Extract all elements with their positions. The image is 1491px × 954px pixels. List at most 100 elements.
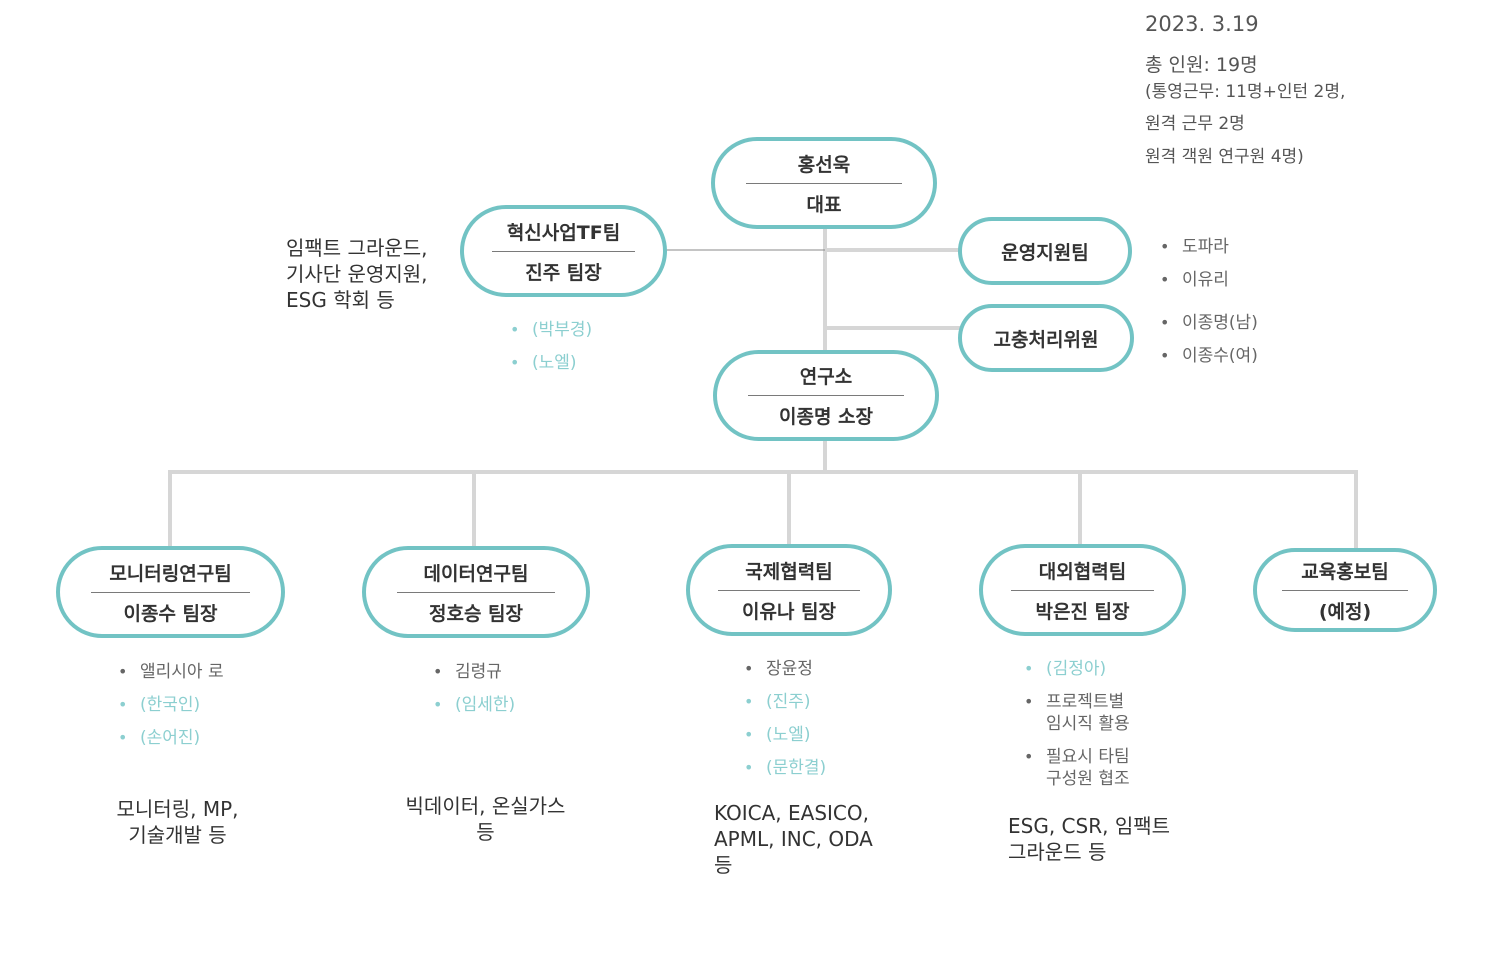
summary-breakdown-2: 원격 근무 2명 bbox=[1145, 114, 1245, 134]
member-text: (진주) bbox=[766, 692, 811, 712]
member-text: (손어진) bbox=[140, 728, 201, 748]
member-text: 도파라 bbox=[1182, 237, 1229, 257]
desc-line: 등 bbox=[476, 820, 495, 844]
desc-line: 등 bbox=[714, 853, 733, 877]
node-divider bbox=[491, 250, 636, 252]
innovation-tf-members: (박부경) (노엘) bbox=[510, 319, 592, 385]
team-role: 정호승 팀장 bbox=[428, 602, 523, 625]
node-team-intl: 국제협력팀 이유나 팀장 bbox=[686, 544, 892, 636]
member-text: 이종명(남) bbox=[1182, 313, 1258, 333]
team-title: 데이터연구팀 bbox=[423, 562, 529, 585]
member-text: 구성원 협조 bbox=[1046, 769, 1130, 789]
member-item: (임세한) bbox=[433, 694, 515, 716]
team-monitoring-desc: 모니터링, MP, 기술개발 등 bbox=[60, 796, 295, 848]
node-team-edu: 교육홍보팀 (예정) bbox=[1253, 548, 1437, 632]
desc-line: 모니터링, MP, bbox=[116, 797, 239, 821]
node-divider bbox=[745, 182, 903, 184]
node-divider bbox=[747, 395, 905, 396]
desc-line: 기술개발 등 bbox=[128, 823, 227, 847]
member-item: (노엘) bbox=[744, 724, 826, 746]
node-ceo-role: 대표 bbox=[806, 193, 842, 216]
member-text: (노엘) bbox=[766, 725, 811, 745]
member-item: 이종명(남) bbox=[1160, 312, 1258, 334]
member-item: 김령규 bbox=[433, 661, 515, 683]
member-text: 임시직 활용 bbox=[1046, 714, 1130, 734]
team-monitoring-members: 앨리시아 로 (한국인) (손어진) bbox=[118, 661, 224, 760]
team-data-desc: 빅데이터, 온실가스 등 bbox=[373, 793, 598, 845]
node-team-external: 대외협력팀 박은진 팀장 bbox=[979, 544, 1186, 636]
member-text: 프로젝트별 bbox=[1046, 692, 1125, 712]
team-title: 교육홍보팀 bbox=[1301, 560, 1389, 583]
member-item: (김정아) bbox=[1024, 658, 1130, 680]
team-intl-desc: KOICA, EASICO, APML, INC, ODA 등 bbox=[714, 800, 873, 878]
team-title: 모니터링연구팀 bbox=[109, 562, 232, 585]
node-divider bbox=[1281, 589, 1409, 591]
node-ops-support-title: 운영지원팀 bbox=[1001, 241, 1089, 264]
summary-breakdown-1: (통영근무: 11명+인턴 2명, bbox=[1145, 82, 1346, 102]
team-title: 국제협력팀 bbox=[745, 560, 833, 583]
desc-line: ESG, CSR, 임팩트 bbox=[1008, 814, 1171, 838]
member-text: (노엘) bbox=[532, 353, 577, 373]
node-divider bbox=[717, 589, 861, 591]
member-item: 이종수(여) bbox=[1160, 345, 1258, 367]
member-item: 앨리시아 로 bbox=[118, 661, 224, 683]
member-item: 장윤정 bbox=[744, 658, 826, 680]
grievance-members: 이종명(남) 이종수(여) bbox=[1160, 312, 1258, 378]
desc-line: KOICA, EASICO, bbox=[714, 801, 869, 825]
member-text: 필요시 타팀 bbox=[1046, 747, 1130, 767]
member-text: (임세한) bbox=[455, 695, 516, 715]
summary-breakdown-3: 원격 객원 연구원 4명) bbox=[1145, 147, 1304, 167]
team-title: 대외협력팀 bbox=[1038, 560, 1127, 583]
node-institute: 연구소 이종명 소장 bbox=[713, 350, 939, 441]
node-ceo: 홍선욱 대표 bbox=[711, 137, 937, 229]
member-text: (박부경) bbox=[532, 320, 593, 340]
node-innovation-tf: 혁신사업TF팀 진주 팀장 bbox=[460, 205, 667, 297]
member-item: (진주) bbox=[744, 691, 826, 713]
node-team-monitoring: 모니터링연구팀 이종수 팀장 bbox=[56, 546, 285, 638]
node-institute-title: 연구소 bbox=[799, 366, 853, 388]
member-item: 도파라 bbox=[1160, 236, 1229, 258]
ops-support-members: 도파라이유리 bbox=[1160, 236, 1229, 302]
member-item: (박부경) bbox=[510, 319, 592, 341]
desc-line: 기사단 운영지원, bbox=[286, 262, 428, 286]
member-text: (김정아) bbox=[1046, 659, 1107, 679]
member-text: 김령규 bbox=[455, 662, 502, 682]
member-item: (손어진) bbox=[118, 727, 224, 749]
member-text: 이종수(여) bbox=[1182, 346, 1258, 366]
member-item: 이유리 bbox=[1160, 269, 1229, 291]
node-team-data: 데이터연구팀 정호승 팀장 bbox=[362, 546, 590, 638]
innovation-tf-desc: 임팩트 그라운드, 기사단 운영지원, ESG 학회 등 bbox=[286, 235, 428, 313]
member-item: (문한결) bbox=[744, 757, 826, 779]
node-grievance: 고충처리위원 bbox=[958, 304, 1134, 372]
node-innovation-tf-role: 진주 팀장 bbox=[525, 261, 602, 284]
node-ceo-name: 홍선욱 bbox=[797, 153, 851, 176]
node-divider bbox=[396, 591, 556, 593]
team-external-desc: ESG, CSR, 임팩트 그라운드 등 bbox=[1008, 813, 1170, 865]
member-item: (노엘) bbox=[510, 352, 592, 374]
node-ops-support: 운영지원팀 bbox=[958, 217, 1132, 285]
team-role: 이유나 팀장 bbox=[741, 600, 836, 623]
team-intl-members: 장윤정 (진주) (노엘) (문한결) bbox=[744, 658, 826, 790]
team-role: 이종수 팀장 bbox=[123, 602, 218, 625]
member-item: (한국인) bbox=[118, 694, 224, 716]
summary-date: 2023. 3.19 bbox=[1145, 12, 1259, 36]
summary-total: 총 인원: 19명 bbox=[1145, 54, 1258, 76]
node-divider bbox=[1010, 589, 1155, 591]
node-innovation-tf-title: 혁신사업TF팀 bbox=[506, 221, 621, 244]
desc-line: 빅데이터, 온실가스 bbox=[405, 794, 566, 818]
desc-line: 임팩트 그라운드, bbox=[286, 236, 428, 260]
member-text: 장윤정 bbox=[766, 659, 813, 679]
team-role: 박은진 팀장 bbox=[1035, 600, 1130, 623]
node-divider bbox=[90, 591, 251, 593]
desc-line: 그라운드 등 bbox=[1008, 840, 1107, 864]
node-grievance-title: 고충처리위원 bbox=[993, 328, 1099, 351]
member-text: (문한결) bbox=[766, 758, 827, 778]
member-text: 앨리시아 로 bbox=[140, 662, 224, 682]
node-institute-role: 이종명 소장 bbox=[778, 406, 873, 428]
member-text: 이유리 bbox=[1182, 270, 1229, 290]
